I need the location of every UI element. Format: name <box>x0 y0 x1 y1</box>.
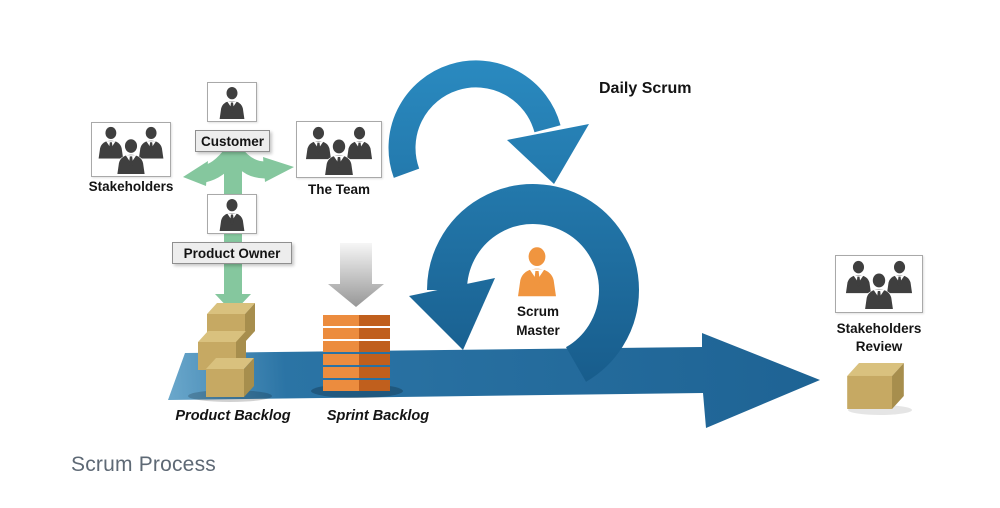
product-backlog-caption: Product Backlog <box>175 408 291 424</box>
people-group-icon <box>843 259 915 309</box>
stakeholders-review-line1: Stakeholders <box>836 321 922 336</box>
customer-label-text: Customer <box>200 133 264 149</box>
person-icon <box>217 86 247 119</box>
sprint-loop-arrow <box>409 184 639 382</box>
team-to-sprint-arrow <box>328 243 384 307</box>
stakeholders-review-icon-box <box>835 255 923 313</box>
review-deliverable-box <box>847 363 912 415</box>
daily-scrum-loop-arrow <box>388 60 589 184</box>
scrum-master-caption-line2: Master <box>516 323 560 338</box>
sprint-backlog-caption: Sprint Backlog <box>326 408 430 424</box>
product-owner-label-text: Product Owner <box>183 245 281 261</box>
team-caption: The Team <box>307 182 370 197</box>
person-icon <box>217 198 247 231</box>
stakeholders-review-caption: Stakeholders Review <box>824 320 934 356</box>
sprint-backlog-stack <box>323 315 390 391</box>
scrum-master-icon <box>518 247 556 297</box>
stakeholders-caption: Stakeholders <box>88 179 174 194</box>
stakeholders-icon-box <box>91 122 171 177</box>
product-backlog-boxes <box>198 303 255 397</box>
team-icon-box <box>296 121 382 178</box>
people-group-icon <box>303 125 375 175</box>
customer-icon-box <box>207 82 257 122</box>
daily-scrum-caption: Daily Scrum <box>599 80 692 97</box>
customer-label: Customer <box>195 130 270 152</box>
scrum-master-caption: Scrum Master <box>498 302 578 340</box>
product-owner-label: Product Owner <box>172 242 292 264</box>
product-owner-icon-box <box>207 194 257 234</box>
people-group-icon <box>96 125 166 174</box>
scrum-master-caption-line1: Scrum <box>516 304 560 319</box>
page-title: Scrum Process <box>71 453 216 476</box>
stakeholders-review-line2: Review <box>855 339 903 354</box>
